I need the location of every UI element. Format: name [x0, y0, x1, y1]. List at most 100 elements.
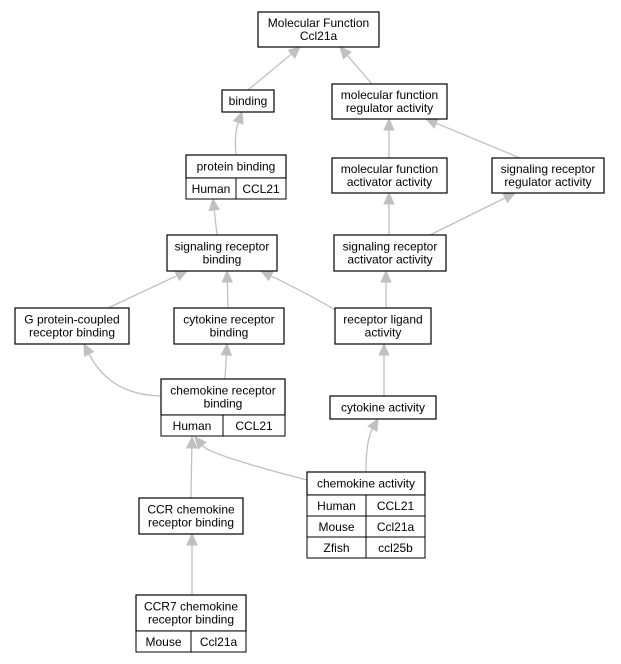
species-label: Human — [173, 419, 212, 433]
arrowhead — [186, 532, 198, 546]
gene-label: Ccl21a — [200, 635, 238, 649]
node-label-line: receptor binding — [29, 326, 115, 340]
edge-line — [346, 54, 373, 85]
species-label: Mouse — [145, 635, 181, 649]
node-label-line: protein binding — [197, 160, 276, 174]
node-box — [491, 157, 605, 194]
edge-binding-to-molecular-function — [247, 46, 301, 91]
node-binding[interactable]: binding — [221, 89, 275, 113]
edge-line — [88, 353, 162, 397]
gene-label: CCL21 — [235, 419, 273, 433]
node-box — [173, 307, 285, 345]
node-label-line: receptor ligand — [343, 313, 422, 327]
annotation-row: Mouse Ccl21a — [135, 630, 247, 653]
edge-sig-rec-regulator-to-mf-regulator — [424, 118, 521, 159]
node-box — [257, 11, 380, 48]
arrowhead — [194, 436, 207, 450]
node-label-line: binding — [229, 94, 268, 108]
arrowhead — [383, 117, 395, 131]
node-label-line: receptor binding — [148, 613, 234, 627]
gene-label: CCL21 — [377, 499, 415, 513]
node-label-line: signaling receptor — [343, 240, 438, 254]
node-box — [166, 234, 278, 272]
arrowhead — [232, 110, 244, 125]
edge-cytokine-activity-to-rec-ligand — [378, 342, 390, 396]
species-label: Mouse — [318, 520, 354, 534]
node-label-line: Ccl21a — [300, 29, 338, 43]
node-label-line: receptor binding — [148, 516, 234, 530]
gene-label: Ccl21a — [377, 520, 415, 534]
arrowhead — [174, 270, 189, 282]
edge-line — [213, 209, 218, 236]
edge-rec-ligand-to-sig-rec-activator — [380, 269, 392, 308]
arrowhead — [380, 269, 392, 283]
arrowhead — [208, 197, 221, 212]
edge-layer — [83, 46, 521, 595]
edge-mf-activator-to-mf-regulator — [383, 117, 395, 158]
annotation-row: Human CCL21 — [160, 414, 286, 437]
annotation-row: Human CCL21 — [306, 494, 426, 517]
species-label: Human — [317, 499, 356, 513]
node-label-line: Molecular Function — [268, 16, 369, 30]
edge-line — [247, 53, 292, 91]
edge-mf-regulator-to-molecular-function — [339, 46, 373, 85]
edge-chemokine-rec-binding-to-gpcr-binding — [83, 342, 162, 397]
edge-line — [365, 428, 374, 473]
arrowhead — [378, 342, 390, 356]
edge-ccr-chemokine-binding-to-chemokine-rec-binding — [186, 435, 198, 499]
edge-line — [190, 447, 193, 499]
edge-line — [226, 281, 229, 309]
node-label-line: cytokine receptor — [183, 313, 274, 327]
annotation-row: Mouse Ccl21a — [306, 515, 426, 538]
node-box — [160, 378, 286, 416]
node-label-line: signaling receptor — [501, 162, 596, 176]
node-label-line: molecular function — [341, 88, 438, 102]
node-label-line: chemokine receptor — [170, 384, 275, 398]
arrowhead — [424, 118, 439, 129]
arrowhead — [221, 269, 234, 283]
node-label-line: activity — [365, 326, 402, 340]
edge-line — [107, 275, 178, 309]
gene-cell — [235, 177, 287, 200]
edge-line — [224, 354, 228, 380]
gene-cell — [190, 630, 247, 653]
arrowhead — [339, 46, 352, 60]
node-label-line: activator activity — [347, 175, 432, 189]
edge-line — [429, 197, 506, 236]
edge-sig-rec-activator-to-sig-rec-regulator — [429, 192, 517, 236]
edge-chemokine-activity-to-chemokine-rec-binding — [194, 436, 308, 481]
gene-cell — [222, 414, 286, 437]
node-label-line: binding — [204, 397, 243, 411]
node-box — [331, 83, 448, 120]
edge-line — [435, 122, 521, 159]
node-cytokine-activity[interactable]: cytokine activity — [329, 395, 437, 420]
node-label-line: activator activity — [347, 253, 432, 267]
node-box — [334, 307, 432, 345]
species-label: Human — [192, 182, 231, 196]
node-box — [221, 89, 275, 113]
node-label-line: CCR chemokine — [147, 503, 235, 517]
edge-line — [201, 444, 308, 481]
edge-cytokine-rec-binding-to-sig-rec-binding — [221, 269, 234, 309]
node-label-line: G protein-coupled — [24, 313, 119, 327]
arrowhead — [220, 342, 233, 356]
node-box — [14, 307, 130, 345]
node-label-line: molecular function — [341, 162, 438, 176]
